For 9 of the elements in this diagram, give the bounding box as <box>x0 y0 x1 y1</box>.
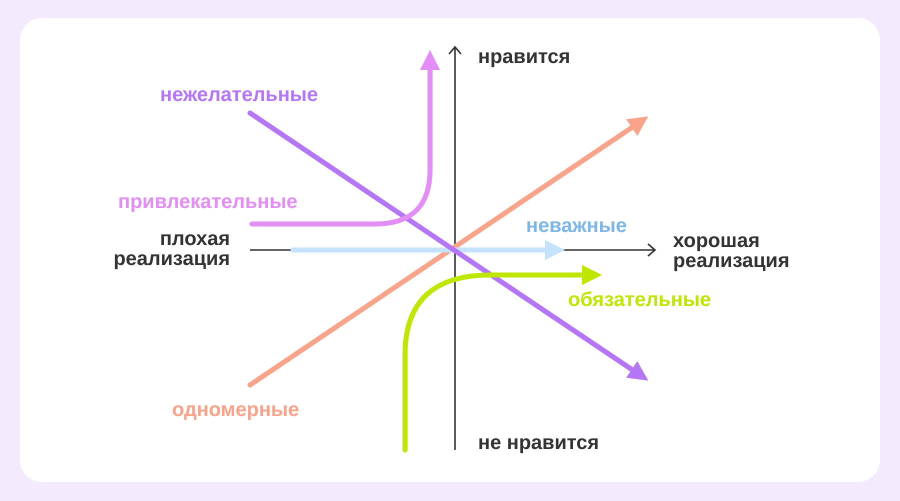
axis-label: нравится <box>478 47 570 67</box>
curve-label: одномерные <box>172 400 300 420</box>
curve-label: привлекательные <box>118 192 298 212</box>
curve-label: обязательные <box>568 290 711 310</box>
axis-label: не нравится <box>478 433 600 453</box>
axis-label: плохая реализация <box>112 229 230 269</box>
axis-label: хорошая реализация <box>673 231 791 271</box>
curve-label: нежелательные <box>160 85 318 105</box>
curve-label: неважные <box>526 216 627 236</box>
